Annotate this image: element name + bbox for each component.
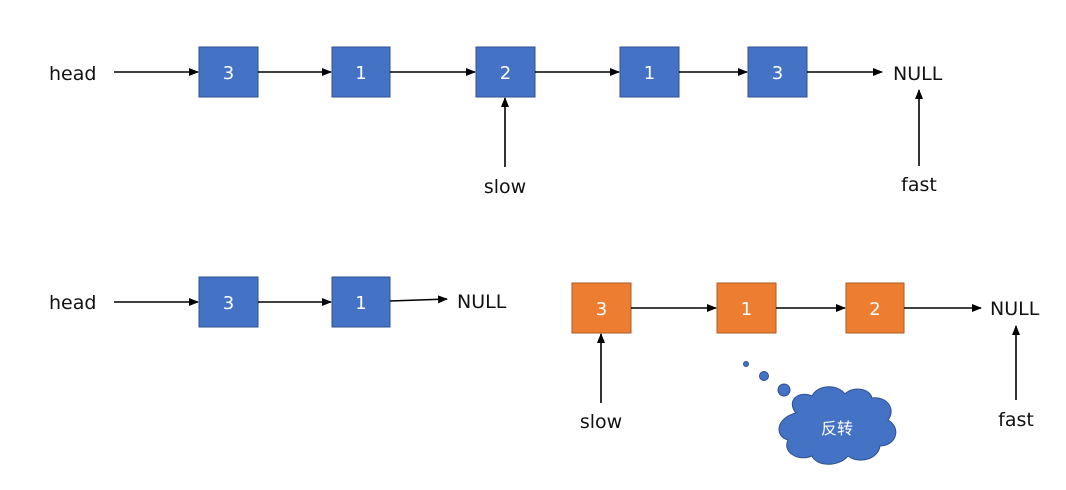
bottom-left-node-0-value: 3 <box>223 293 234 314</box>
bottom-left-null-arrow <box>389 295 448 304</box>
bottom-head-label: head <box>49 292 96 314</box>
top-node-3: 1 <box>619 46 680 98</box>
thought-bubble-text: 反转 <box>821 419 853 438</box>
bottom-fast-label: fast <box>998 409 1034 431</box>
top-head-label: head <box>49 63 96 85</box>
top-node-2: 2 <box>475 46 536 98</box>
top-null-label: NULL <box>893 63 943 85</box>
bottom-right-node-2: 2 <box>845 282 905 334</box>
thought-bubble: 反转 <box>743 361 897 465</box>
thought-dot-medium <box>759 371 769 381</box>
bottom-right-node-1-value: 1 <box>741 299 752 320</box>
top-node-3-value: 1 <box>644 63 655 84</box>
top-node-1: 1 <box>331 46 391 98</box>
top-node-4: 3 <box>747 46 808 98</box>
top-fast-label: fast <box>901 174 937 196</box>
bottom-left-node-1-value: 1 <box>355 293 366 314</box>
thought-dot-small <box>743 361 749 367</box>
bottom-left-node-0: 3 <box>198 276 259 328</box>
top-slow-label: slow <box>484 176 526 198</box>
top-node-4-value: 3 <box>772 63 783 84</box>
thought-dot-large <box>777 383 791 397</box>
top-node-0: 3 <box>198 46 259 98</box>
top-node-2-value: 2 <box>500 63 511 84</box>
bottom-right-node-2-value: 2 <box>869 299 880 320</box>
top-node-1-value: 1 <box>355 63 366 84</box>
bottom-right-node-1: 1 <box>716 282 777 334</box>
bottom-right-node-0-value: 3 <box>596 299 607 320</box>
bottom-right-node-0: 3 <box>571 282 632 334</box>
bottom-left-null-label: NULL <box>457 291 507 313</box>
bottom-right-null-label: NULL <box>990 298 1040 320</box>
bottom-left-node-1: 1 <box>331 276 391 328</box>
thought-cloud <box>778 386 897 465</box>
bottom-slow-label: slow <box>580 411 622 433</box>
top-node-0-value: 3 <box>223 63 234 84</box>
